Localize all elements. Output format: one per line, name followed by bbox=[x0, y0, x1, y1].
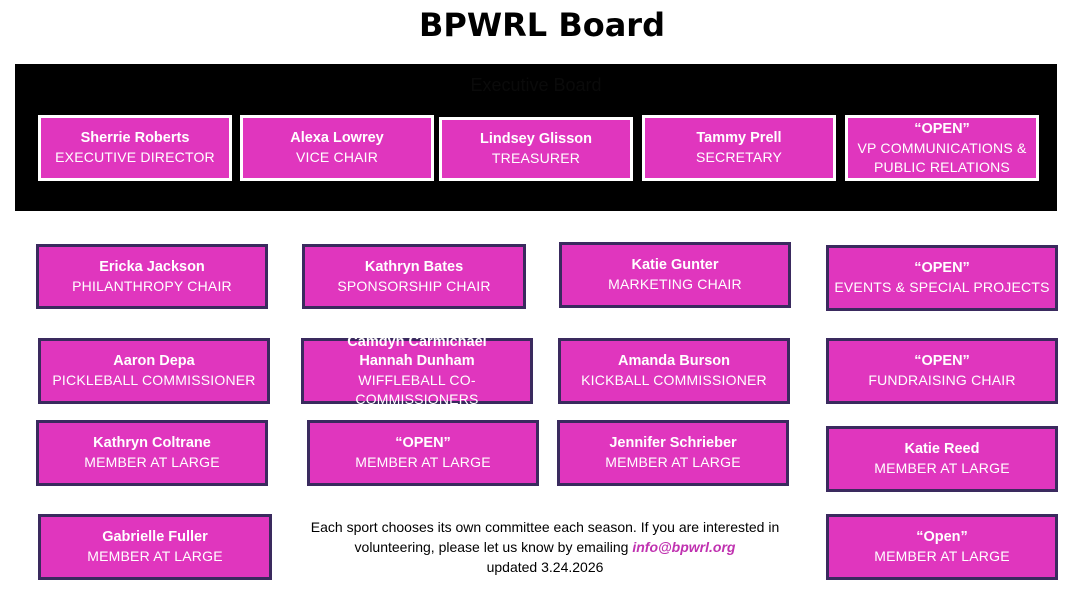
member-name: “Open” bbox=[916, 529, 968, 545]
member-name: Amanda Burson bbox=[618, 353, 730, 369]
member-role: TREASURER bbox=[491, 150, 581, 166]
member-role: FUNDRAISING CHAIR bbox=[868, 372, 1016, 388]
board-member-box: Kathryn Bates SPONSORSHIP CHAIR bbox=[302, 244, 526, 309]
member-role: PHILANTHROPY CHAIR bbox=[72, 277, 232, 294]
member-name: Camdyn Carmichael Hannah Dunham bbox=[347, 334, 487, 369]
member-role: VP COMMUNICATIONS & PUBLIC RELATIONS bbox=[857, 139, 1027, 175]
board-member-box: Katie Reed MEMBER AT LARGE bbox=[826, 426, 1058, 492]
member-name: Katie Gunter bbox=[631, 257, 719, 273]
board-member-box: Amanda Burson KICKBALL COMMISSIONER bbox=[558, 338, 790, 404]
member-role: EVENTS & SPECIAL PROJECTS bbox=[834, 279, 1050, 295]
member-name: “OPEN” bbox=[395, 435, 451, 451]
member-name: Jennifer Schrieber bbox=[609, 435, 737, 451]
member-name: Katie Reed bbox=[904, 441, 980, 457]
board-member-box: “OPEN” EVENTS & SPECIAL PROJECTS bbox=[826, 245, 1058, 311]
board-member-box: Jennifer Schrieber MEMBER AT LARGE bbox=[557, 420, 789, 486]
board-member-box: “Open” MEMBER AT LARGE bbox=[826, 514, 1058, 580]
member-name: Ericka Jackson bbox=[99, 258, 205, 275]
member-name: Gabrielle Fuller bbox=[102, 529, 208, 545]
member-name: Sherrie Roberts bbox=[80, 130, 190, 146]
member-role: MEMBER AT LARGE bbox=[84, 454, 220, 470]
member-name: “OPEN” bbox=[914, 120, 970, 137]
member-role: VICE CHAIR bbox=[295, 149, 379, 165]
member-name: Lindsey Glisson bbox=[480, 131, 592, 147]
email-link[interactable]: info@bpwrl.org bbox=[632, 539, 736, 555]
board-member-box: Ericka Jackson PHILANTHROPY CHAIR bbox=[36, 244, 268, 309]
volunteer-note: Each sport chooses its own committee eac… bbox=[282, 517, 808, 577]
member-role: PICKLEBALL COMMISSIONER bbox=[52, 372, 256, 388]
member-name: “OPEN” bbox=[914, 260, 970, 276]
executive-board-heading: Executive Board bbox=[470, 75, 602, 95]
board-member-box: Aaron Depa PICKLEBALL COMMISSIONER bbox=[38, 338, 270, 404]
member-role: SECRETARY bbox=[695, 149, 783, 165]
board-member-box: Katie Gunter MARKETING CHAIR bbox=[559, 242, 791, 308]
member-role: SPONSORSHIP CHAIR bbox=[337, 277, 491, 294]
page-title: BPWRL Board bbox=[419, 6, 665, 44]
exec-member-box: Sherrie Roberts EXECUTIVE DIRECTOR bbox=[38, 115, 232, 181]
board-member-box: “OPEN” FUNDRAISING CHAIR bbox=[826, 338, 1058, 404]
member-role: KICKBALL COMMISSIONER bbox=[581, 372, 767, 388]
member-role: MEMBER AT LARGE bbox=[87, 548, 223, 564]
member-name: Kathryn Coltrane bbox=[93, 435, 211, 451]
note-line-2: volunteering, please let us know by emai… bbox=[282, 537, 808, 557]
board-member-box: “OPEN” MEMBER AT LARGE bbox=[307, 420, 539, 486]
exec-member-box: Tammy Prell SECRETARY bbox=[642, 115, 836, 181]
exec-member-box: Lindsey Glisson TREASURER bbox=[439, 117, 633, 181]
board-member-box: Gabrielle Fuller MEMBER AT LARGE bbox=[38, 514, 272, 580]
member-role: MEMBER AT LARGE bbox=[874, 548, 1010, 564]
member-role: MEMBER AT LARGE bbox=[605, 454, 741, 470]
member-role: EXECUTIVE DIRECTOR bbox=[55, 149, 215, 165]
member-name: Kathryn Bates bbox=[364, 258, 464, 275]
note-line-2-text: volunteering, please let us know by emai… bbox=[354, 539, 633, 555]
note-line-1: Each sport chooses its own committee eac… bbox=[310, 519, 780, 535]
member-name: “OPEN” bbox=[914, 353, 970, 369]
member-role: WIFFLEBALL CO-COMMISSIONERS bbox=[355, 372, 479, 407]
updated-date: updated 3.24.2026 bbox=[486, 559, 604, 575]
member-name: Aaron Depa bbox=[113, 353, 195, 369]
board-member-box: Camdyn Carmichael Hannah Dunham WIFFLEBA… bbox=[301, 334, 533, 407]
exec-member-box: “OPEN” VP COMMUNICATIONS & PUBLIC RELATI… bbox=[845, 115, 1039, 181]
board-member-box: Kathryn Coltrane MEMBER AT LARGE bbox=[36, 420, 268, 486]
member-name: Tammy Prell bbox=[696, 130, 782, 146]
member-role: MEMBER AT LARGE bbox=[874, 460, 1010, 476]
member-role: MEMBER AT LARGE bbox=[355, 454, 491, 470]
member-role: MARKETING CHAIR bbox=[608, 276, 742, 292]
member-name: Alexa Lowrey bbox=[290, 130, 384, 146]
exec-member-box: Alexa Lowrey VICE CHAIR bbox=[240, 115, 434, 181]
